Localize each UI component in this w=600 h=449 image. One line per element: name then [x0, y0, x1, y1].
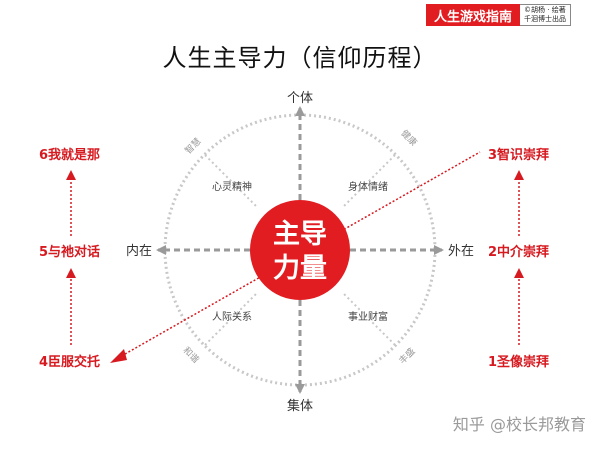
page-title: 人生主导力（信仰历程）	[162, 44, 438, 72]
ring-label-bottom-right: 丰盛	[396, 345, 417, 366]
center-circle	[250, 200, 350, 300]
right-stage-1: 1圣像崇拜	[488, 354, 549, 370]
brand-credit-line1: ©胡杨 · 绘著	[524, 6, 566, 14]
right-stage-2: 2中介崇拜	[488, 244, 549, 260]
left-stage-4: 4臣服交托	[39, 354, 100, 370]
right-stage-3: 3智识崇拜	[488, 147, 549, 163]
quadrant-top-right: 身体情绪	[348, 180, 388, 193]
ring-label-bottom-left: 和谐	[181, 345, 202, 366]
diagonal-arrowhead	[110, 349, 127, 363]
center-label-line2: 力量	[273, 253, 327, 284]
left-stage-6: 6我就是那	[39, 147, 100, 163]
quadrant-bottom-left: 人际关系	[212, 310, 252, 323]
ring-label-top-left: 智慧	[182, 135, 203, 156]
watermark: 知乎 @校长邦教育	[452, 415, 586, 434]
axis-label-top: 个体	[287, 91, 313, 106]
axis-label-bottom: 集体	[287, 398, 313, 414]
brand-name: 人生游戏指南	[426, 4, 521, 26]
quadrant-bottom-right: 事业财富	[348, 310, 388, 323]
ring-label-top-right: 健康	[399, 127, 420, 148]
quadrant-top-left: 心灵精神	[212, 180, 252, 193]
brand-credit: ©胡杨 · 绘著 千洄博士出品	[520, 4, 572, 26]
brand-header: 人生游戏指南 ©胡杨 · 绘著 千洄博士出品	[426, 4, 596, 26]
left-stage-5: 5与祂对话	[39, 244, 100, 260]
brand-credit-line2: 千洄博士出品	[524, 15, 567, 23]
axis-label-left: 内在	[126, 243, 152, 259]
axis-label-right: 外在	[448, 244, 474, 259]
center-label-line1: 主导	[273, 219, 327, 250]
